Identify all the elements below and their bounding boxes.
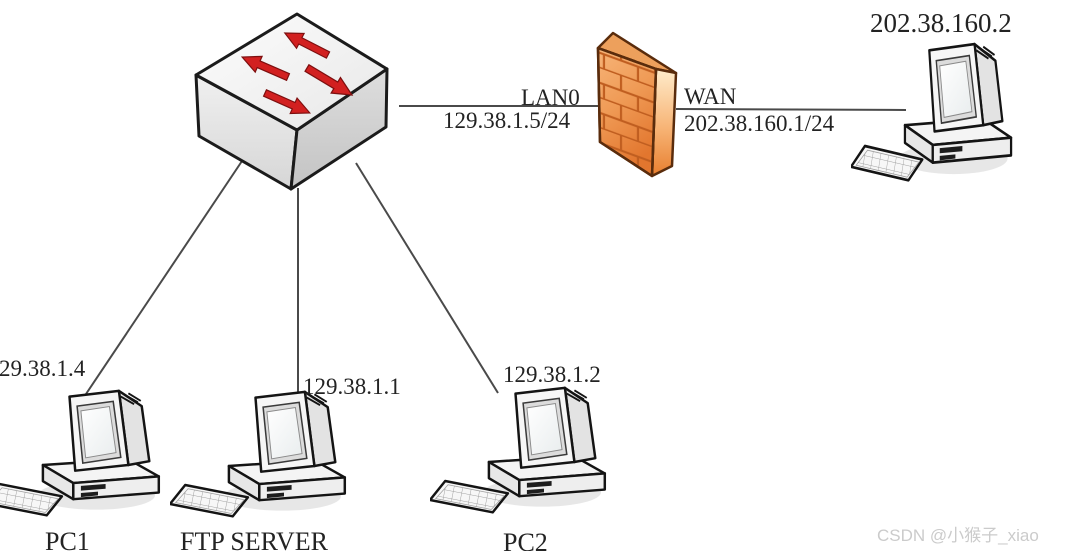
wan-host-ip-label: 202.38.160.2 <box>870 8 1012 38</box>
ftp-server-icon <box>170 390 347 518</box>
link-switch-pc2 <box>355 162 499 394</box>
pc1-icon <box>0 389 161 517</box>
switch-icon <box>194 12 389 191</box>
pc2-name-label: PC2 <box>503 528 548 551</box>
link-firewall-wan-host <box>675 108 907 111</box>
lan0-ip-label: 129.38.1.5/24 <box>443 108 571 133</box>
firewall-icon <box>596 31 678 178</box>
pc2-icon <box>430 386 607 514</box>
wan-ip-label: 202.38.160.1/24 <box>684 111 835 136</box>
wan-interface-label: WAN <box>684 84 737 109</box>
connection-lines <box>85 105 907 400</box>
wan-host-icon <box>851 42 1013 182</box>
lan0-interface-label: LAN0 <box>521 85 580 110</box>
link-switch-pc1 <box>85 160 243 395</box>
ftp-server-ip-label: 129.38.1.1 <box>303 374 401 399</box>
pc2-ip-label: 129.38.1.2 <box>503 362 601 387</box>
pc1-name-label: PC1 <box>45 527 90 551</box>
csdn-watermark: CSDN @小猴子_xiao <box>877 526 1039 545</box>
pc1-ip-label: 29.38.1.4 <box>0 356 86 381</box>
ftp-server-name-label: FTP SERVER <box>180 527 328 551</box>
